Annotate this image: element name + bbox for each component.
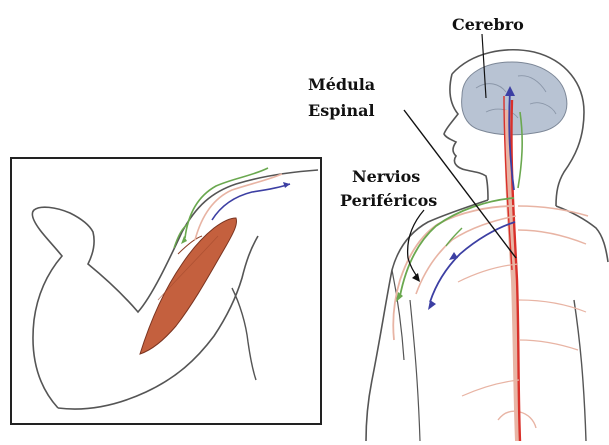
label-nervios-line1: Nervios — [352, 166, 420, 187]
label-medula-line1: Médula — [308, 74, 375, 95]
arm-inset — [11, 158, 321, 424]
human-figure — [366, 50, 608, 441]
label-nervios-line2: Periféricos — [340, 190, 437, 211]
brain — [462, 62, 567, 135]
peripheral-nerve-right-2 — [518, 230, 586, 244]
torso-right-lower — [574, 300, 586, 441]
peripheral-motor-nerve — [430, 222, 515, 302]
label-cerebro: Cerebro — [452, 14, 524, 35]
label-medula-line2: Espinal — [308, 100, 375, 121]
peripheral-nerve-right-1 — [518, 206, 588, 216]
peripheral-sensory-nerve — [400, 198, 514, 296]
leader-peripheral — [408, 210, 424, 278]
